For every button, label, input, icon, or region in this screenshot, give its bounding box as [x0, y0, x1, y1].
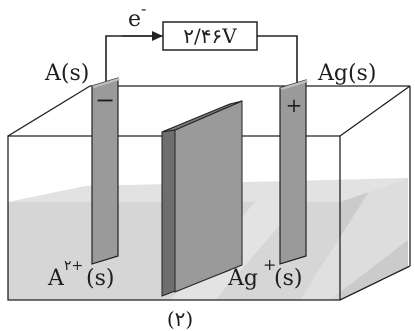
svg-text:Ag: Ag	[227, 266, 258, 291]
electron-flow-arrow	[122, 31, 163, 41]
electron-sign: -	[141, 0, 146, 18]
right-ion-label: Ag + (s)	[227, 255, 302, 291]
right-electrode-label: Ag(s)	[317, 61, 376, 86]
negative-sign: −	[95, 86, 115, 114]
left-ion-label: A ۲+ (s)	[47, 258, 114, 291]
svg-text:(s): (s)	[274, 266, 302, 291]
left-electrode-label: A(s)	[44, 61, 89, 86]
svg-text:A: A	[47, 266, 65, 291]
figure-number: (۲)	[167, 307, 193, 331]
svg-text:+: +	[263, 255, 276, 274]
voltmeter: ۲/۴۶V	[162, 21, 258, 51]
porous-barrier	[161, 100, 243, 297]
positive-sign: +	[286, 93, 303, 117]
svg-text:۲+: ۲+	[64, 258, 83, 274]
svg-text:(s): (s)	[86, 266, 114, 291]
right-electrode: +	[279, 79, 308, 265]
voltmeter-reading: ۲/۴۶V	[183, 24, 237, 48]
electron-label: e	[128, 7, 141, 32]
left-electrode: −	[91, 77, 120, 265]
